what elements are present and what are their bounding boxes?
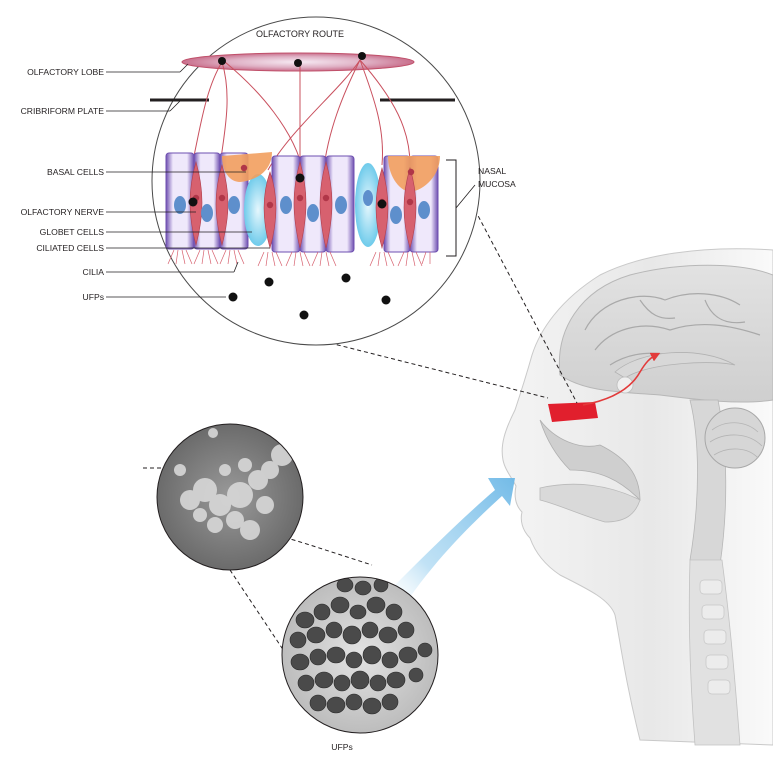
label-cilia: CILIA bbox=[83, 267, 105, 277]
zoom-line-bottom-left bbox=[330, 343, 548, 398]
label-ufps-bottom: UFPs bbox=[331, 742, 352, 752]
sem-to-tem-line-2 bbox=[230, 570, 290, 660]
label-olfactory-nerve: OLFACTORY NERVE bbox=[21, 207, 105, 217]
label-cribriform-plate: CRIBRIFORM PLATE bbox=[21, 106, 105, 116]
olfactory-inset: OLFACTORY ROUTE bbox=[21, 17, 516, 345]
label-olfactory-lobe: OLFACTORY LOBE bbox=[27, 67, 104, 77]
head-illustration bbox=[502, 249, 773, 745]
label-ufps-inset: UFPs bbox=[83, 292, 104, 302]
cerebellum bbox=[705, 408, 765, 468]
olfactory-route-title: OLFACTORY ROUTE bbox=[256, 29, 344, 39]
nasal-mucosa-label-line1: NASAL bbox=[478, 166, 506, 176]
label-basal-cells: BASAL CELLS bbox=[47, 167, 104, 177]
label-globet-cells: GLOBET CELLS bbox=[40, 227, 105, 237]
sem-micrograph bbox=[157, 424, 303, 570]
label-ciliated-cells: CILIATED CELLS bbox=[36, 243, 104, 253]
nasal-mucosa-label-line2: MUCOSA bbox=[478, 179, 516, 189]
tem-micrograph bbox=[282, 577, 438, 733]
